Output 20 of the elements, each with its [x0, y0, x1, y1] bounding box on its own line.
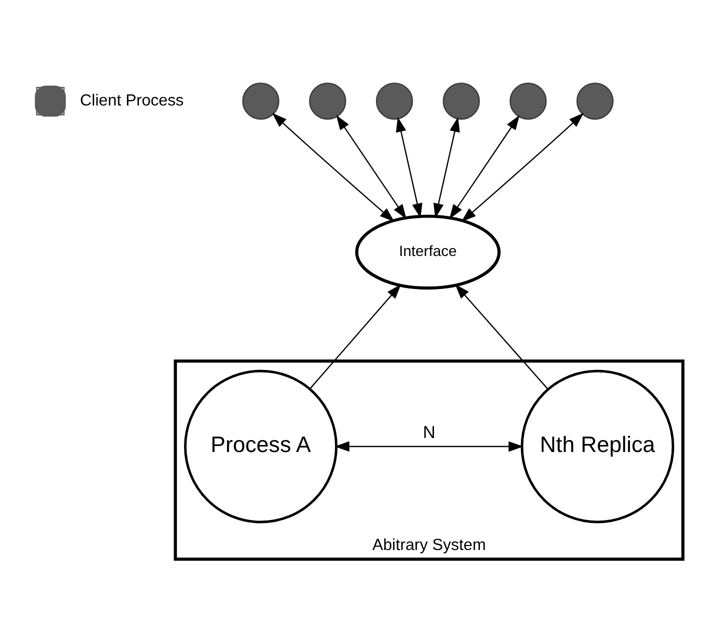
node-ellipse: Interface	[355, 214, 501, 290]
arrow	[449, 114, 520, 219]
arrow	[309, 284, 402, 389]
node-circle: Process A	[184, 369, 338, 523]
legend-label: Client Process	[80, 90, 184, 109]
arrow	[396, 116, 422, 218]
arrow	[461, 112, 584, 222]
node-circle	[309, 82, 346, 120]
arrow	[455, 284, 549, 390]
node-circle	[442, 82, 480, 120]
node-circle: Nth Replica	[520, 369, 674, 523]
arrow	[272, 112, 394, 222]
arrow	[334, 440, 524, 452]
arrow	[336, 114, 406, 219]
node-circle	[376, 82, 414, 120]
edge-label: N	[422, 422, 436, 442]
node-circle	[510, 82, 547, 120]
node-circle	[576, 82, 614, 120]
node-circle	[242, 82, 280, 120]
arrow	[433, 116, 460, 218]
